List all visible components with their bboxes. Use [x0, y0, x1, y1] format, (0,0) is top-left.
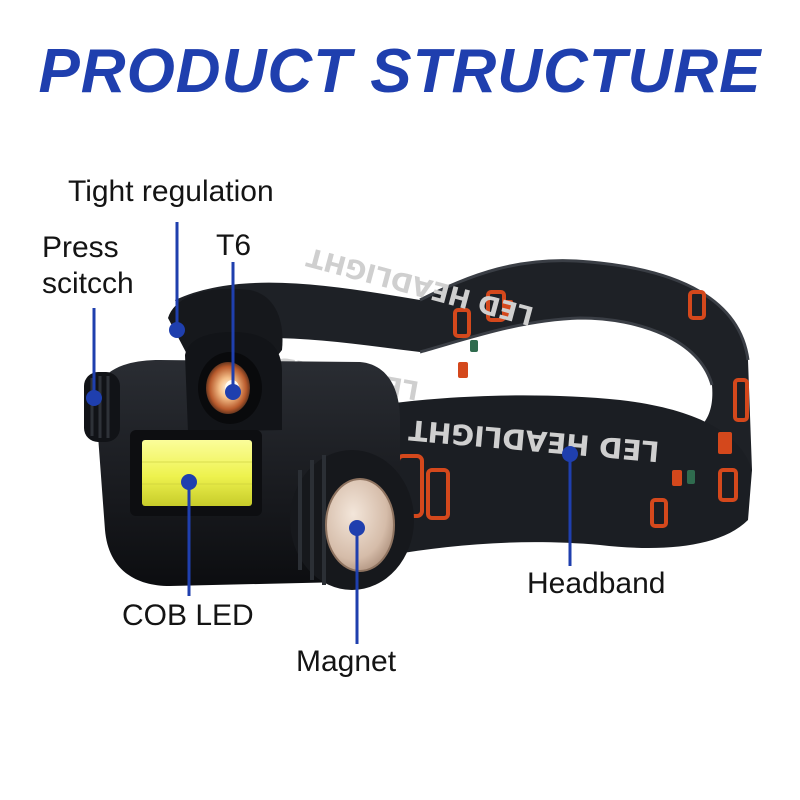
label-tight-regulation: Tight regulation — [68, 175, 274, 208]
label-magnet: Magnet — [296, 645, 397, 678]
label-headband: Headband — [527, 567, 666, 600]
label-press-switch-line2: scitcch — [42, 267, 134, 300]
page-title: PRODUCT STRUCTURE — [38, 37, 762, 106]
label-press-switch-line1: Press — [42, 231, 119, 264]
label-cob-led: COB LED — [122, 599, 254, 632]
label-press-switch: Press scitcch — [42, 230, 134, 302]
label-t6: T6 — [216, 229, 252, 262]
pointer-lines — [86, 222, 578, 644]
